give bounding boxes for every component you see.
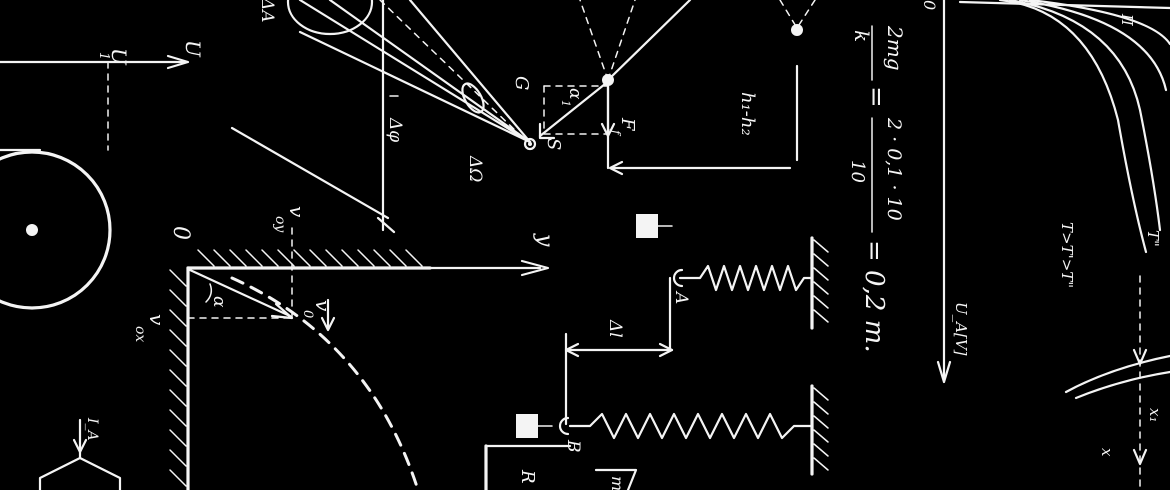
label-zero-top: 0 xyxy=(920,0,939,10)
characteristic-curves: 0 II U_A[V] T>T'>T" T" x₁ x xyxy=(920,0,1170,490)
label-point-b: B xyxy=(563,439,583,453)
label-g: G xyxy=(511,76,532,90)
spring-diagram: A Δl B xyxy=(516,214,829,476)
label-s: S xyxy=(543,138,564,150)
label-temps: T>T'>T" xyxy=(1058,222,1076,288)
equation-expr: 2 · 0,1 · 10 xyxy=(883,117,905,221)
equation-den2: 10 xyxy=(847,160,868,183)
label-y-axis: y xyxy=(532,233,557,247)
label-x1: x₁ xyxy=(1146,408,1164,422)
label-vox: v xyxy=(145,314,169,326)
solid-angle-diagram: ΔA Δφ ΔΩ xyxy=(230,0,537,234)
label-ua: U_A[V] xyxy=(952,302,970,356)
label-delta-phi: Δφ xyxy=(385,117,405,142)
label-delta-a: ΔA xyxy=(257,0,277,23)
label-alpha: α xyxy=(209,296,229,308)
equation-eq: = xyxy=(861,86,891,108)
label-u1: U xyxy=(107,48,131,66)
resistor-figure: R m xyxy=(484,444,638,490)
label-vo-sub: 0 xyxy=(300,310,315,318)
label-origin: 0 xyxy=(168,226,193,240)
label-alpha1: α xyxy=(565,88,585,100)
projectile-diagram: 0 v oy y α v 0 v ox xyxy=(132,206,557,490)
circle-figure xyxy=(0,150,112,310)
label-ff: F xyxy=(617,117,638,132)
label-h-diff: h₁-h₂ xyxy=(737,92,758,136)
label-u1-sub: 1 xyxy=(96,52,111,60)
label-vo: v xyxy=(311,300,335,312)
label-xm: x xyxy=(1098,448,1116,457)
label-delta-omega: ΔΩ xyxy=(465,155,485,182)
label-m: m xyxy=(608,476,627,490)
label-ii: II xyxy=(1118,13,1136,27)
label-r: R xyxy=(517,469,538,484)
label-t2: T" xyxy=(1144,230,1162,247)
label-alpha1-sub: 1 xyxy=(559,100,572,107)
equation-result: = 0,2 m. xyxy=(859,240,889,353)
label-u: U xyxy=(181,40,205,58)
label-ia: I_A xyxy=(84,417,100,441)
force-vector-diagram: G α 1 S F f h₁-h₂ xyxy=(511,0,816,176)
label-delta-l: Δl xyxy=(605,319,625,338)
label-point-a: A xyxy=(671,290,691,304)
label-voy: v xyxy=(285,206,309,218)
label-ff-sub: f xyxy=(609,129,623,137)
equation: k 2mg = 10 2 · 0,1 · 10 = 0,2 m. xyxy=(847,25,907,353)
hexagon-figure: I_A xyxy=(38,417,122,490)
equation-num: 2mg xyxy=(883,25,907,71)
label-voy-sub: oy xyxy=(272,216,288,233)
label-vox-sub: ox xyxy=(132,326,148,342)
circuit-diagram: U 1 U xyxy=(0,40,205,152)
equation-den: k xyxy=(850,30,874,42)
